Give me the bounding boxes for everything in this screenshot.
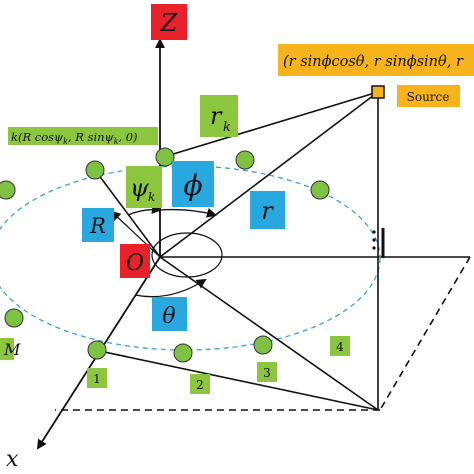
- svg-text:(r sinϕcosθ, r sinϕsinθ, r: (r sinϕcosθ, r sinϕsinθ, r: [283, 54, 464, 70]
- R-label: R: [82, 208, 114, 242]
- svg-text:r: r: [261, 197, 274, 225]
- z-axis-text: Z: [160, 9, 179, 37]
- theta-arc: [134, 278, 207, 298]
- array-element-k: [85, 160, 105, 180]
- svg-text:k: k: [148, 190, 155, 204]
- array-to-projection: [94, 349, 379, 411]
- array-element: [310, 180, 330, 200]
- array-element: [4, 308, 24, 328]
- svg-text:Source: Source: [407, 90, 450, 104]
- x-axis-text: x: [6, 447, 19, 472]
- r-label: r: [250, 191, 285, 229]
- psi-k-label: ψ k: [126, 166, 162, 208]
- svg-text:R: R: [89, 214, 106, 238]
- svg-text:ϕ: ϕ: [183, 169, 202, 202]
- R-line: [110, 210, 161, 258]
- r-k-label: r k: [200, 95, 238, 137]
- phi-arc: [159, 208, 217, 218]
- source-coord-label: (r sinϕcosθ, r sinϕsinθ, r: [278, 44, 474, 76]
- origin-text: O: [126, 251, 144, 276]
- svg-text:r: r: [210, 102, 223, 130]
- array-element-2: [173, 343, 193, 363]
- svg-text:ψ: ψ: [130, 174, 150, 202]
- array-element: [155, 147, 175, 167]
- rotation-ellipse: [151, 232, 223, 278]
- r-line: [159, 91, 379, 258]
- element-M-label: M: [3, 340, 21, 359]
- array-element-3: [253, 335, 273, 355]
- ground-plane: [55, 256, 471, 411]
- right-marks: [372, 228, 385, 258]
- svg-text:θ: θ: [162, 304, 175, 329]
- array-elements: [0, 147, 330, 363]
- svg-text:k: k: [223, 120, 231, 135]
- z-axis-label: Z: [151, 4, 187, 40]
- array-element: [0, 180, 16, 200]
- element-number-labels: 1 2 3 4 M: [0, 336, 350, 394]
- element-1-label: 1: [93, 372, 101, 386]
- psi-arc: [127, 203, 162, 216]
- origin-label: O: [120, 244, 150, 278]
- element-coord-label: k(R cosψk, R sinψk, 0): [8, 127, 158, 146]
- svg-text:k(R cosψk, R sinψk, 0): k(R cosψk, R sinψk, 0): [11, 130, 138, 146]
- source-point: [371, 85, 385, 99]
- psi-line: [94, 169, 161, 258]
- phi-label: ϕ: [172, 161, 214, 207]
- angle-arcs: [127, 203, 223, 298]
- r-k-line: [159, 91, 379, 159]
- source-label: Source: [397, 85, 460, 107]
- theta-label: θ: [152, 297, 187, 331]
- array-element: [235, 150, 255, 170]
- element-3-label: 3: [263, 366, 271, 380]
- array-element-1: [87, 340, 107, 360]
- element-2-label: 2: [196, 378, 204, 392]
- element-4-label: 4: [336, 340, 344, 354]
